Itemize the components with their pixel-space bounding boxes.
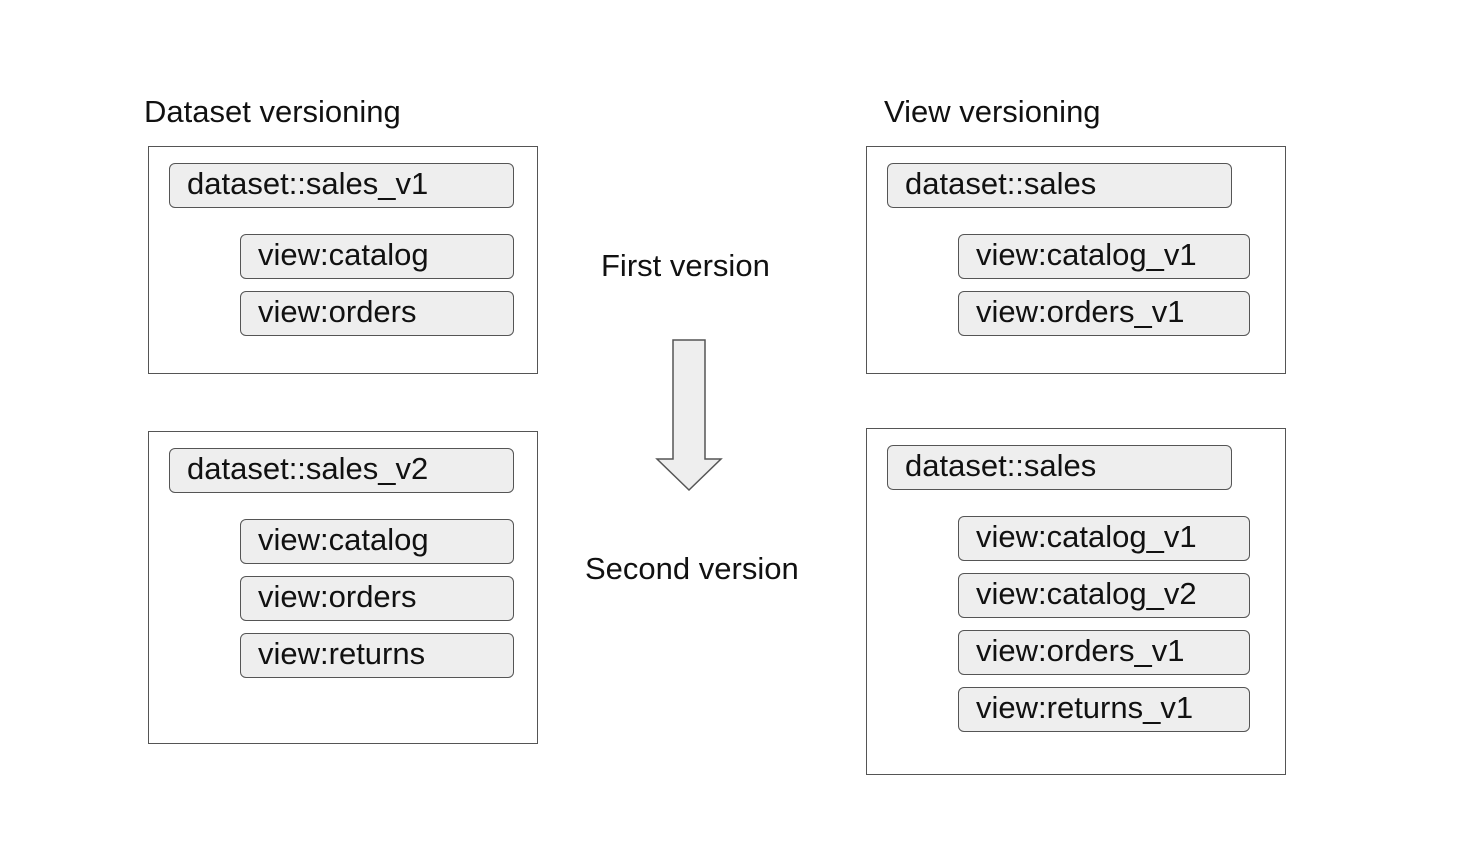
view-node: view:orders_v1: [958, 630, 1250, 675]
down-arrow-icon: [655, 339, 723, 492]
view-node: view:catalog: [240, 234, 514, 279]
view-node: view:catalog_v1: [958, 516, 1250, 561]
dataset-node: dataset::sales_v2: [169, 448, 514, 493]
view-node: view:returns: [240, 633, 514, 678]
view-node: view:orders_v1: [958, 291, 1250, 336]
view-node: view:returns_v1: [958, 687, 1250, 732]
view-node: view:catalog_v1: [958, 234, 1250, 279]
first-version-label: First version: [601, 248, 770, 283]
dataset-node: dataset::sales: [887, 445, 1232, 490]
view-versioning-title: View versioning: [884, 94, 1101, 129]
dataset-versioning-title: Dataset versioning: [144, 94, 401, 129]
view-node: view:catalog_v2: [958, 573, 1250, 618]
view-node: view:orders: [240, 291, 514, 336]
second-version-label: Second version: [585, 551, 799, 586]
view-node: view:orders: [240, 576, 514, 621]
dataset-node: dataset::sales: [887, 163, 1232, 208]
dataset-node: dataset::sales_v1: [169, 163, 514, 208]
view-node: view:catalog: [240, 519, 514, 564]
